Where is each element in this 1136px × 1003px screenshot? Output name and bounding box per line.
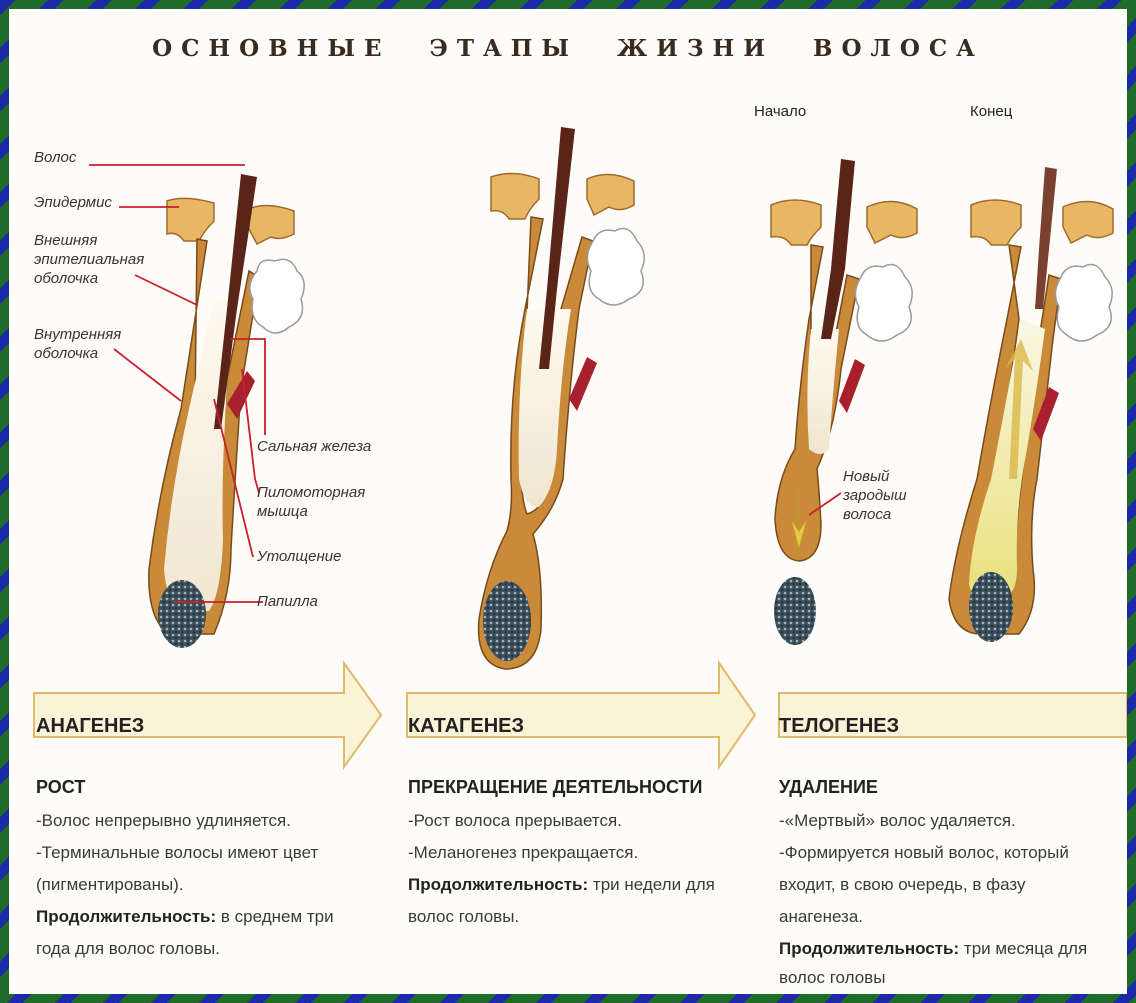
anagen-line: (пигментированы). (36, 870, 184, 900)
telogen-start-follicle (771, 159, 917, 645)
label-inner-sheath: Внутренняя оболочка (34, 325, 121, 363)
telogen-line: -«Мертвый» волос удаляется. (779, 806, 1016, 836)
telogen-duration: Продолжительность: три месяца для (779, 934, 1087, 964)
catagen-duration: Продолжительность: три недели для (408, 870, 715, 900)
label-outer-sheath: Внешняя эпителиальная оболочка (34, 231, 144, 288)
page-title: ОСНОВНЫЕ ЭТАПЫ ЖИЗНИ ВОЛОСА (9, 35, 1127, 62)
label-sebaceous-gland: Сальная железа (257, 437, 371, 456)
catagen-line: -Рост волоса прерывается. (408, 806, 622, 836)
label-papilla: Папилла (257, 592, 318, 611)
phase-name-anagen: АНАГЕНЕЗ (36, 715, 144, 738)
telogen-line: входит, в свою очередь, в фазу (779, 870, 1025, 900)
anagen-follicle (149, 174, 304, 648)
telogen-subtitle: УДАЛЕНИЕ (779, 777, 878, 798)
telogen-end-papilla (969, 572, 1013, 642)
telogen-duration-cont: волос головы (779, 963, 885, 993)
label-arrector-muscle: Пиломоторная мышца (257, 483, 365, 521)
diagram-panel: ОСНОВНЫЕ ЭТАПЫ ЖИЗНИ ВОЛОСА Начало Конец… (9, 9, 1127, 994)
label-hair: Волос (34, 148, 76, 167)
catagen-papilla (483, 581, 531, 661)
phase-arrows (34, 663, 1127, 767)
label-new-hair-germ: Новый зародыш волоса (843, 467, 907, 524)
anagen-subtitle: РОСТ (36, 777, 85, 798)
phase-name-catagen: КАТАГЕНЕЗ (408, 715, 524, 738)
telogen-line: анагенеза. (779, 902, 863, 932)
catagen-follicle (479, 127, 645, 669)
stage-start-label: Начало (754, 103, 806, 120)
anagen-duration: Продолжительность: в среднем три (36, 902, 334, 932)
label-epidermis: Эпидермис (34, 193, 112, 212)
anagen-line: -Волос непрерывно удлиняется. (36, 806, 291, 836)
stage-end-label: Конец (970, 103, 1012, 120)
anagen-epidermis (167, 198, 214, 241)
label-bulge: Утолщение (257, 547, 341, 566)
catagen-line: -Меланогенез прекращается. (408, 838, 638, 868)
telogen-start-papilla (774, 577, 816, 645)
telogen-end-follicle (949, 167, 1113, 642)
anagen-sebaceous-gland (250, 259, 304, 333)
phase-name-telogen: ТЕЛОГЕНЕЗ (779, 715, 899, 738)
catagen-duration-cont: волос головы. (408, 902, 519, 932)
catagen-subtitle: ПРЕКРАЩЕНИЕ ДЕЯТЕЛЬНОСТИ (408, 777, 702, 798)
anagen-duration-cont: года для волос головы. (36, 934, 220, 964)
telogen-line: -Формируется новый волос, который (779, 838, 1069, 868)
anagen-line: -Терминальные волосы имеют цвет (36, 838, 318, 868)
anagen-papilla (158, 580, 206, 648)
